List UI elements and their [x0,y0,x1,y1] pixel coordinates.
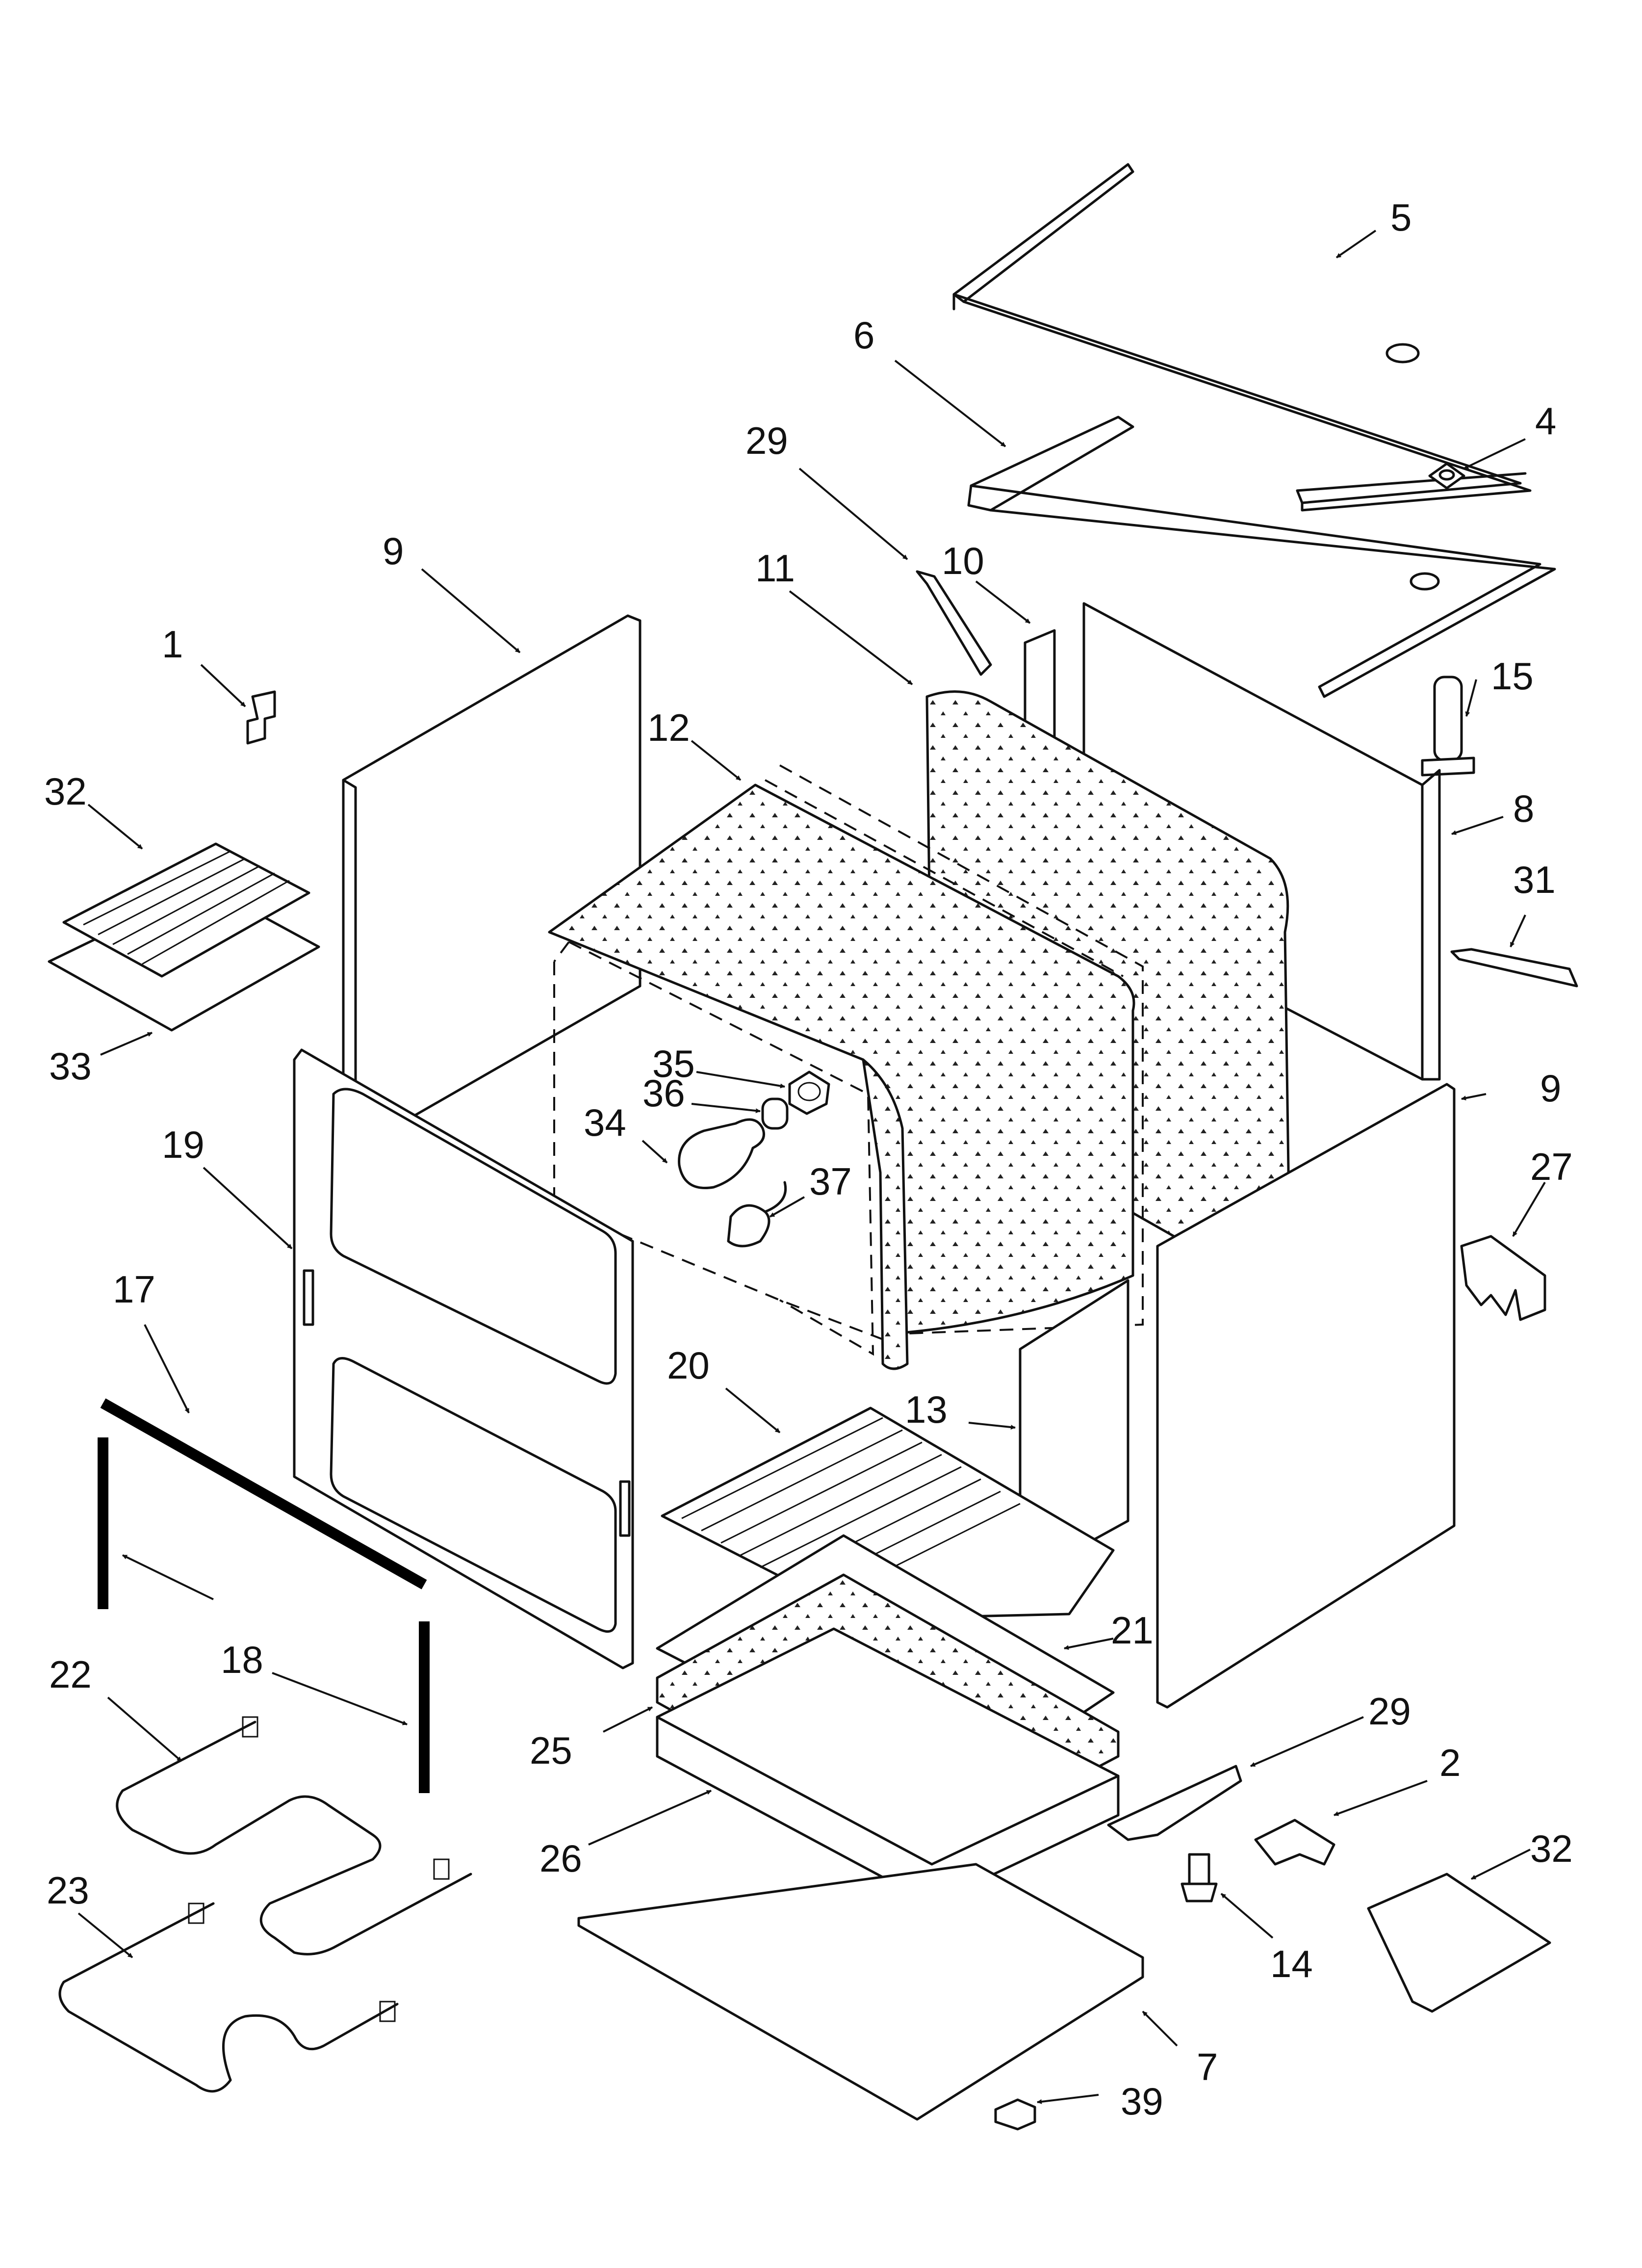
callout-23: 23 [47,1869,89,1912]
callout-1: 1 [162,623,183,666]
side-panel-left [342,614,641,1149]
callout-25: 27 [1530,1145,1573,1188]
leader-lines [77,230,1546,2104]
callout-34: 33 [49,1044,92,1088]
mounting-clip [1254,1819,1335,1866]
vent-tube [1421,676,1475,777]
bake-elements [58,1716,472,2093]
callout-14: 14 [1270,1942,1313,1985]
bracket-upper [916,570,992,676]
callout-38: 37 [809,1160,852,1203]
leveling-bracket [1107,1765,1242,1841]
screw [994,2098,1036,2131]
callout-2: 2 [1439,1741,1461,1784]
callout-21: 21 [1111,1609,1154,1652]
callout-20: 20 [667,1344,710,1387]
front-frame [293,1048,634,1669]
callout-12: 12 [647,706,690,749]
callout-17: 17 [113,1268,155,1311]
top-rail-panel [967,416,1556,698]
callout-8: 8 [1513,787,1534,830]
oven-light [678,1070,830,1248]
leveling-leg [1180,1853,1218,1903]
callout-31: 29 [1368,1690,1411,1733]
door-gaskets [98,1398,430,1793]
side-panel-right [1156,1083,1456,1709]
bracket-right [1450,948,1578,988]
callout-9: 9 [383,529,404,573]
callout-39: 39 [1121,2080,1163,2123]
callout-labels: 5 6 4 29 10 11 9 1 15 12 32 8 31 33 35 3… [44,196,1573,2123]
oven-rack-and-tray [48,842,320,1032]
callout-15: 15 [1491,654,1534,698]
callout-4: 4 [1535,399,1556,443]
callout-7: 7 [1197,2045,1218,2088]
bottom-spacer [656,1627,1120,1905]
callout-13: 13 [905,1388,948,1431]
callout-18: 18 [221,1638,263,1681]
callout-5: 5 [1390,196,1411,239]
callout-35: 34 [584,1101,626,1144]
callout-29b: 31 [1513,858,1556,901]
callout-33: 32 [44,770,87,813]
callout-10: 10 [942,539,984,582]
callout-32: 32 [1530,1827,1573,1870]
callout-19: 19 [162,1123,205,1166]
top-panel [952,163,1532,512]
clip [246,690,276,745]
grommet [1428,462,1465,490]
callout-6: 6 [853,313,874,357]
bottom-panel [577,1863,1144,2121]
callout-27: 26 [539,1837,582,1880]
oven-cavity [548,764,1144,1370]
callout-11: 11 [755,547,795,590]
callout-36: 35 [652,1042,695,1085]
callout-26: 25 [530,1729,572,1772]
callout-9b: 9 [1540,1067,1561,1110]
callout-37: 36 [642,1071,685,1115]
callout-22: 22 [49,1653,92,1696]
anti-tip-bracket [1367,1873,1551,2013]
callout-29: 29 [745,419,788,462]
spacer-block [1460,1235,1546,1321]
